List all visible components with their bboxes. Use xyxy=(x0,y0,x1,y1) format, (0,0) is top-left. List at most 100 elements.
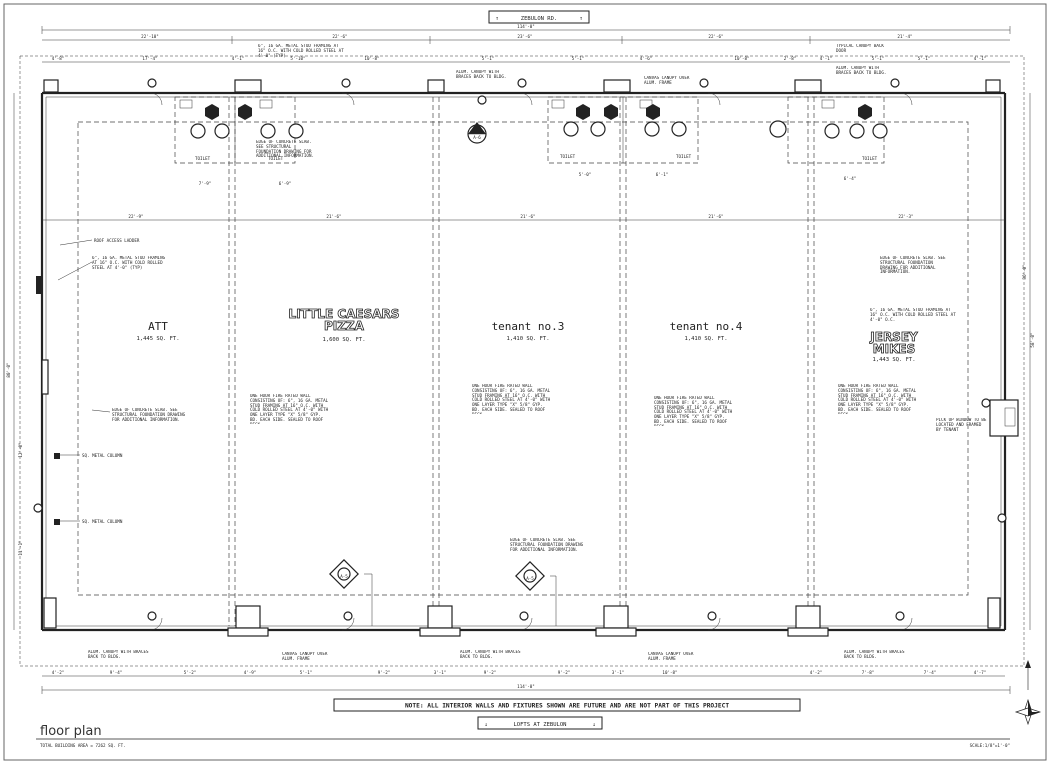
svg-text:5'-1": 5'-1" xyxy=(300,670,313,675)
bottom-overall-dimension: 114'-0" xyxy=(41,684,1011,694)
svg-text:10'-8": 10'-8" xyxy=(734,56,749,61)
note-pickup-window: PICK UP WINDOW TO BE LOCATED AND FRAMED … xyxy=(936,418,987,432)
tenant-jersey-mikes-name: JERSEY xyxy=(869,330,918,344)
svg-text:5'-1": 5'-1" xyxy=(918,56,931,61)
top-sub-dimensions: 4'-8" 17'-4" 4'-1" 5'-10" 10'-8" 5'-1" 5… xyxy=(42,56,1010,63)
total-area: TOTAL BUILDING AREA = 7262 SQ. FT. xyxy=(40,743,126,748)
section-marker-bottom-1: A-5 xyxy=(329,559,373,626)
svg-text:36'-0": 36'-0" xyxy=(1022,264,1027,279)
tenant-no4: tenant no.4 1,410 SQ. FT. xyxy=(670,320,743,342)
tenant-no4-name: tenant no.4 xyxy=(670,320,743,333)
tenant-jersey-mikes-name2: MIKES xyxy=(873,342,916,356)
svg-text:3'-1": 3'-1" xyxy=(434,670,447,675)
svg-text:58'-0": 58'-0" xyxy=(1030,332,1035,347)
svg-text:7'-9": 7'-9" xyxy=(199,181,212,186)
svg-text:5'-0": 5'-0" xyxy=(579,172,592,177)
svg-text:9'-2": 9'-2" xyxy=(378,670,391,675)
note-banner-text: NOTE: ALL INTERIOR WALLS AND FIXTURES SH… xyxy=(405,703,729,710)
svg-text:114'-0": 114'-0" xyxy=(517,684,535,689)
tenant-little-caesars: LITTLE CAESARS PIZZA 1,600 SQ. FT. xyxy=(288,307,400,343)
svg-text:4'-9": 4'-9" xyxy=(244,670,257,675)
svg-text:17'-4": 17'-4" xyxy=(142,56,157,61)
svg-text:3'-1": 3'-1" xyxy=(612,670,625,675)
svg-text:ROOF ACCESS LADDER: ROOF ACCESS LADDER xyxy=(94,238,140,243)
note-banner-box xyxy=(333,698,801,712)
header-street-label: ZEBULON RD. xyxy=(521,16,557,22)
header-street-box xyxy=(488,10,590,24)
svg-text:4'-8": 4'-8" xyxy=(52,56,65,61)
tenant-no3-name: tenant no.3 xyxy=(492,320,565,333)
slab-edge-outline xyxy=(77,121,969,596)
top-canopy-columns xyxy=(43,79,1001,93)
tenant-att-area: 1,445 SQ. FT. xyxy=(136,336,179,342)
scale-label: SCALE:1/8"=1'-0" xyxy=(970,743,1010,748)
svg-text:9'-2": 9'-2" xyxy=(484,670,497,675)
svg-text:4'-6": 4'-6" xyxy=(640,56,653,61)
svg-text:23'-6": 23'-6" xyxy=(517,34,532,39)
drawing-title: floor plan xyxy=(40,724,102,739)
note-stud-top: 6", 16 GA. METAL STUD FRAMING AT 16" O.C… xyxy=(258,44,344,58)
svg-text:22'-6": 22'-6" xyxy=(708,34,723,39)
svg-text:4'-7": 4'-7" xyxy=(974,670,987,675)
note-canvas-bottom-1: CANVAS CANOPY OVER ALUM. FRAME xyxy=(282,652,328,661)
restroom-block-2: TOILET TOILET 5'-0" 6'-1" xyxy=(547,96,699,177)
top-overall-dimension: 114'-0" xyxy=(41,24,1011,34)
svg-text:10'-8": 10'-8" xyxy=(364,56,379,61)
svg-text:7'-4": 7'-4" xyxy=(924,670,937,675)
svg-text:4'-1": 4'-1" xyxy=(820,56,833,61)
svg-text:5'-10": 5'-10" xyxy=(290,56,305,61)
left-side-details: SQ. METAL COLUMN SQ. METAL COLUMN 80'-0"… xyxy=(6,93,123,630)
svg-text:TOILET: TOILET xyxy=(862,156,878,161)
note-canopy-top-2: ALUM. CANOPY WITH BRACES BACK TO BLDG. xyxy=(836,66,887,75)
svg-text:TOILET: TOILET xyxy=(195,156,211,161)
svg-text:12'-0": 12'-0" xyxy=(18,442,23,457)
tenant-little-caesars-name: LITTLE CAESARS xyxy=(289,307,400,321)
svg-text:A-5: A-5 xyxy=(340,574,348,579)
canopy-outline xyxy=(19,55,1025,667)
bottom-sub-dimensions: 4'-2" 9'-4" 5'-2" 4'-9" 5'-1" 9'-2" 3'-1… xyxy=(42,670,1005,677)
svg-text:21'-6": 21'-6" xyxy=(708,214,723,219)
note-canopy-bottom-1: ALUM. CANOPY WITH BRACES BACK TO BLDG. xyxy=(88,650,149,659)
svg-text:TOILET: TOILET xyxy=(676,154,692,159)
note-fire-wall-4: ONE HOUR FIRE RATED WALL CONSISTING OF: … xyxy=(838,384,917,414)
svg-text:4'-2": 4'-2" xyxy=(52,670,65,675)
note-fire-wall-2: ONE HOUR FIRE RATED WALL CONSISTING OF: … xyxy=(472,384,551,414)
note-slab-left: EDGE OF CONCRETE SLAB. SEE STRUCTURAL FO… xyxy=(112,408,186,422)
svg-text:5'-1": 5'-1" xyxy=(572,56,585,61)
svg-text:22'-3": 22'-3" xyxy=(898,214,913,219)
svg-text:114'-0": 114'-0" xyxy=(517,24,535,29)
footer-arrow-icon-2: ↓ xyxy=(592,722,595,728)
note-canvas-top: CANVAS CANOPY OVER ALUM. FRAME xyxy=(644,76,690,85)
header-arrow-icon-2: ↑ xyxy=(579,16,582,22)
fixture-tags xyxy=(190,104,888,139)
svg-text:5'-1": 5'-1" xyxy=(872,56,885,61)
svg-text:10'-8": 10'-8" xyxy=(662,670,677,675)
tenant-no3-area: 1,410 SQ. FT. xyxy=(506,336,549,342)
svg-text:4'-2": 4'-2" xyxy=(810,670,823,675)
svg-text:21'-4": 21'-4" xyxy=(897,34,912,39)
top-doors xyxy=(147,78,913,106)
tenant-att-name: ATT xyxy=(148,320,168,333)
footer-street-label: LOFTS AT ZEBULON xyxy=(514,722,567,728)
tenant-little-caesars-area: 1,600 SQ. FT. xyxy=(322,337,365,343)
svg-text:22'-6": 22'-6" xyxy=(332,34,347,39)
note-typical-canopy: TYPICAL CANOPY BACK DOOR xyxy=(836,44,884,53)
svg-text:5'-1": 5'-1" xyxy=(482,56,495,61)
svg-text:22'-10": 22'-10" xyxy=(141,34,159,39)
svg-text:80'-0": 80'-0" xyxy=(6,362,11,377)
tenant-no3: tenant no.3 1,410 SQ. FT. xyxy=(492,320,565,342)
svg-text:6'-4": 6'-4" xyxy=(844,176,857,181)
note-canvas-bottom-2: CANVAS CANOPY OVER ALUM. FRAME xyxy=(648,652,694,661)
svg-text:21'-6": 21'-6" xyxy=(326,214,341,219)
note-slab-top: EDGE OF CONCRETE SLAB. SEE STRUCTURAL FO… xyxy=(256,140,314,159)
svg-text:22'-9": 22'-9" xyxy=(128,214,143,219)
sheet-border xyxy=(3,3,1047,761)
svg-text:9'-2": 9'-2" xyxy=(558,670,571,675)
svg-text:2'-8": 2'-8" xyxy=(784,56,797,61)
svg-text:4'-1": 4'-1" xyxy=(974,56,987,61)
demising-walls xyxy=(228,97,815,626)
tenant-jersey-mikes: JERSEY MIKES 1,443 SQ. FT. xyxy=(869,330,919,363)
svg-text:5'-2": 5'-2" xyxy=(184,670,197,675)
svg-text:A-6: A-6 xyxy=(473,135,481,140)
bottom-canopy-columns xyxy=(43,597,1001,637)
